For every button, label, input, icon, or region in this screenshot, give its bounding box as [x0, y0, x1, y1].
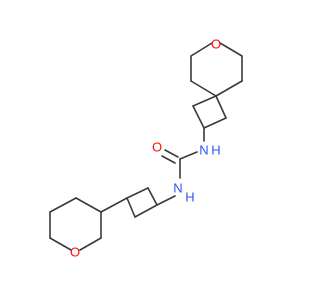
- bond: [179, 151, 198, 160]
- bond: [147, 187, 158, 206]
- upper-cyclobutane-ring: [192, 95, 227, 129]
- bond: [219, 42, 243, 57]
- bond: [215, 95, 227, 119]
- nitrogen-atom-upper: N: [199, 143, 208, 158]
- lower-oxane-ring: [49, 197, 128, 251]
- bond: [156, 195, 176, 206]
- bond: [79, 237, 102, 251]
- oxygen-atom-carbonyl: O: [152, 140, 162, 155]
- bond: [75, 197, 102, 213]
- upper-oxane-ring: [190, 42, 243, 97]
- nitrogen-atom-lower: N: [173, 181, 182, 196]
- bond: [215, 80, 243, 97]
- bond: [190, 80, 217, 97]
- lower-cyclobutane-ring: [126, 187, 158, 218]
- bond: [126, 197, 136, 218]
- double-bond-line: [164, 149, 179, 158]
- hydrogen-atom-lower: H: [185, 190, 194, 205]
- bond: [100, 197, 128, 213]
- bond: [190, 42, 213, 57]
- bond: [49, 237, 72, 251]
- bond: [49, 197, 77, 213]
- double-bond-line: [161, 155, 176, 164]
- urea-linker: [156, 127, 205, 206]
- hydrogen-atom-upper: H: [211, 143, 220, 158]
- bond: [134, 204, 158, 218]
- oxygen-atom-top: O: [211, 37, 221, 52]
- molecule-structure: O O N H N H O: [49, 37, 243, 260]
- bond: [203, 117, 227, 129]
- oxygen-atom-bottom: O: [70, 245, 80, 260]
- bond: [192, 105, 205, 129]
- bond: [192, 95, 217, 107]
- bond: [126, 187, 149, 199]
